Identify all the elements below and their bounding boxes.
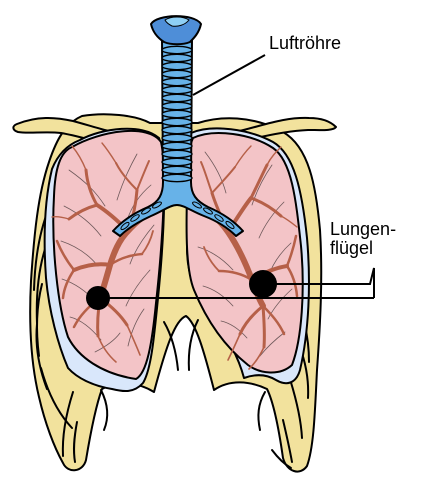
lungs-label-line-1: Lungen-	[330, 220, 396, 239]
lungs-label-line-2: flügel	[330, 239, 396, 258]
right-lung-marker	[249, 270, 277, 298]
left-lung-marker	[86, 286, 110, 310]
trachea-leader-line	[193, 55, 265, 95]
lungs-label: Lungen- flügel	[330, 220, 396, 258]
left-lung	[53, 131, 164, 379]
trachea-label: Luftröhre	[269, 34, 341, 53]
trachea-rings	[162, 46, 192, 181]
